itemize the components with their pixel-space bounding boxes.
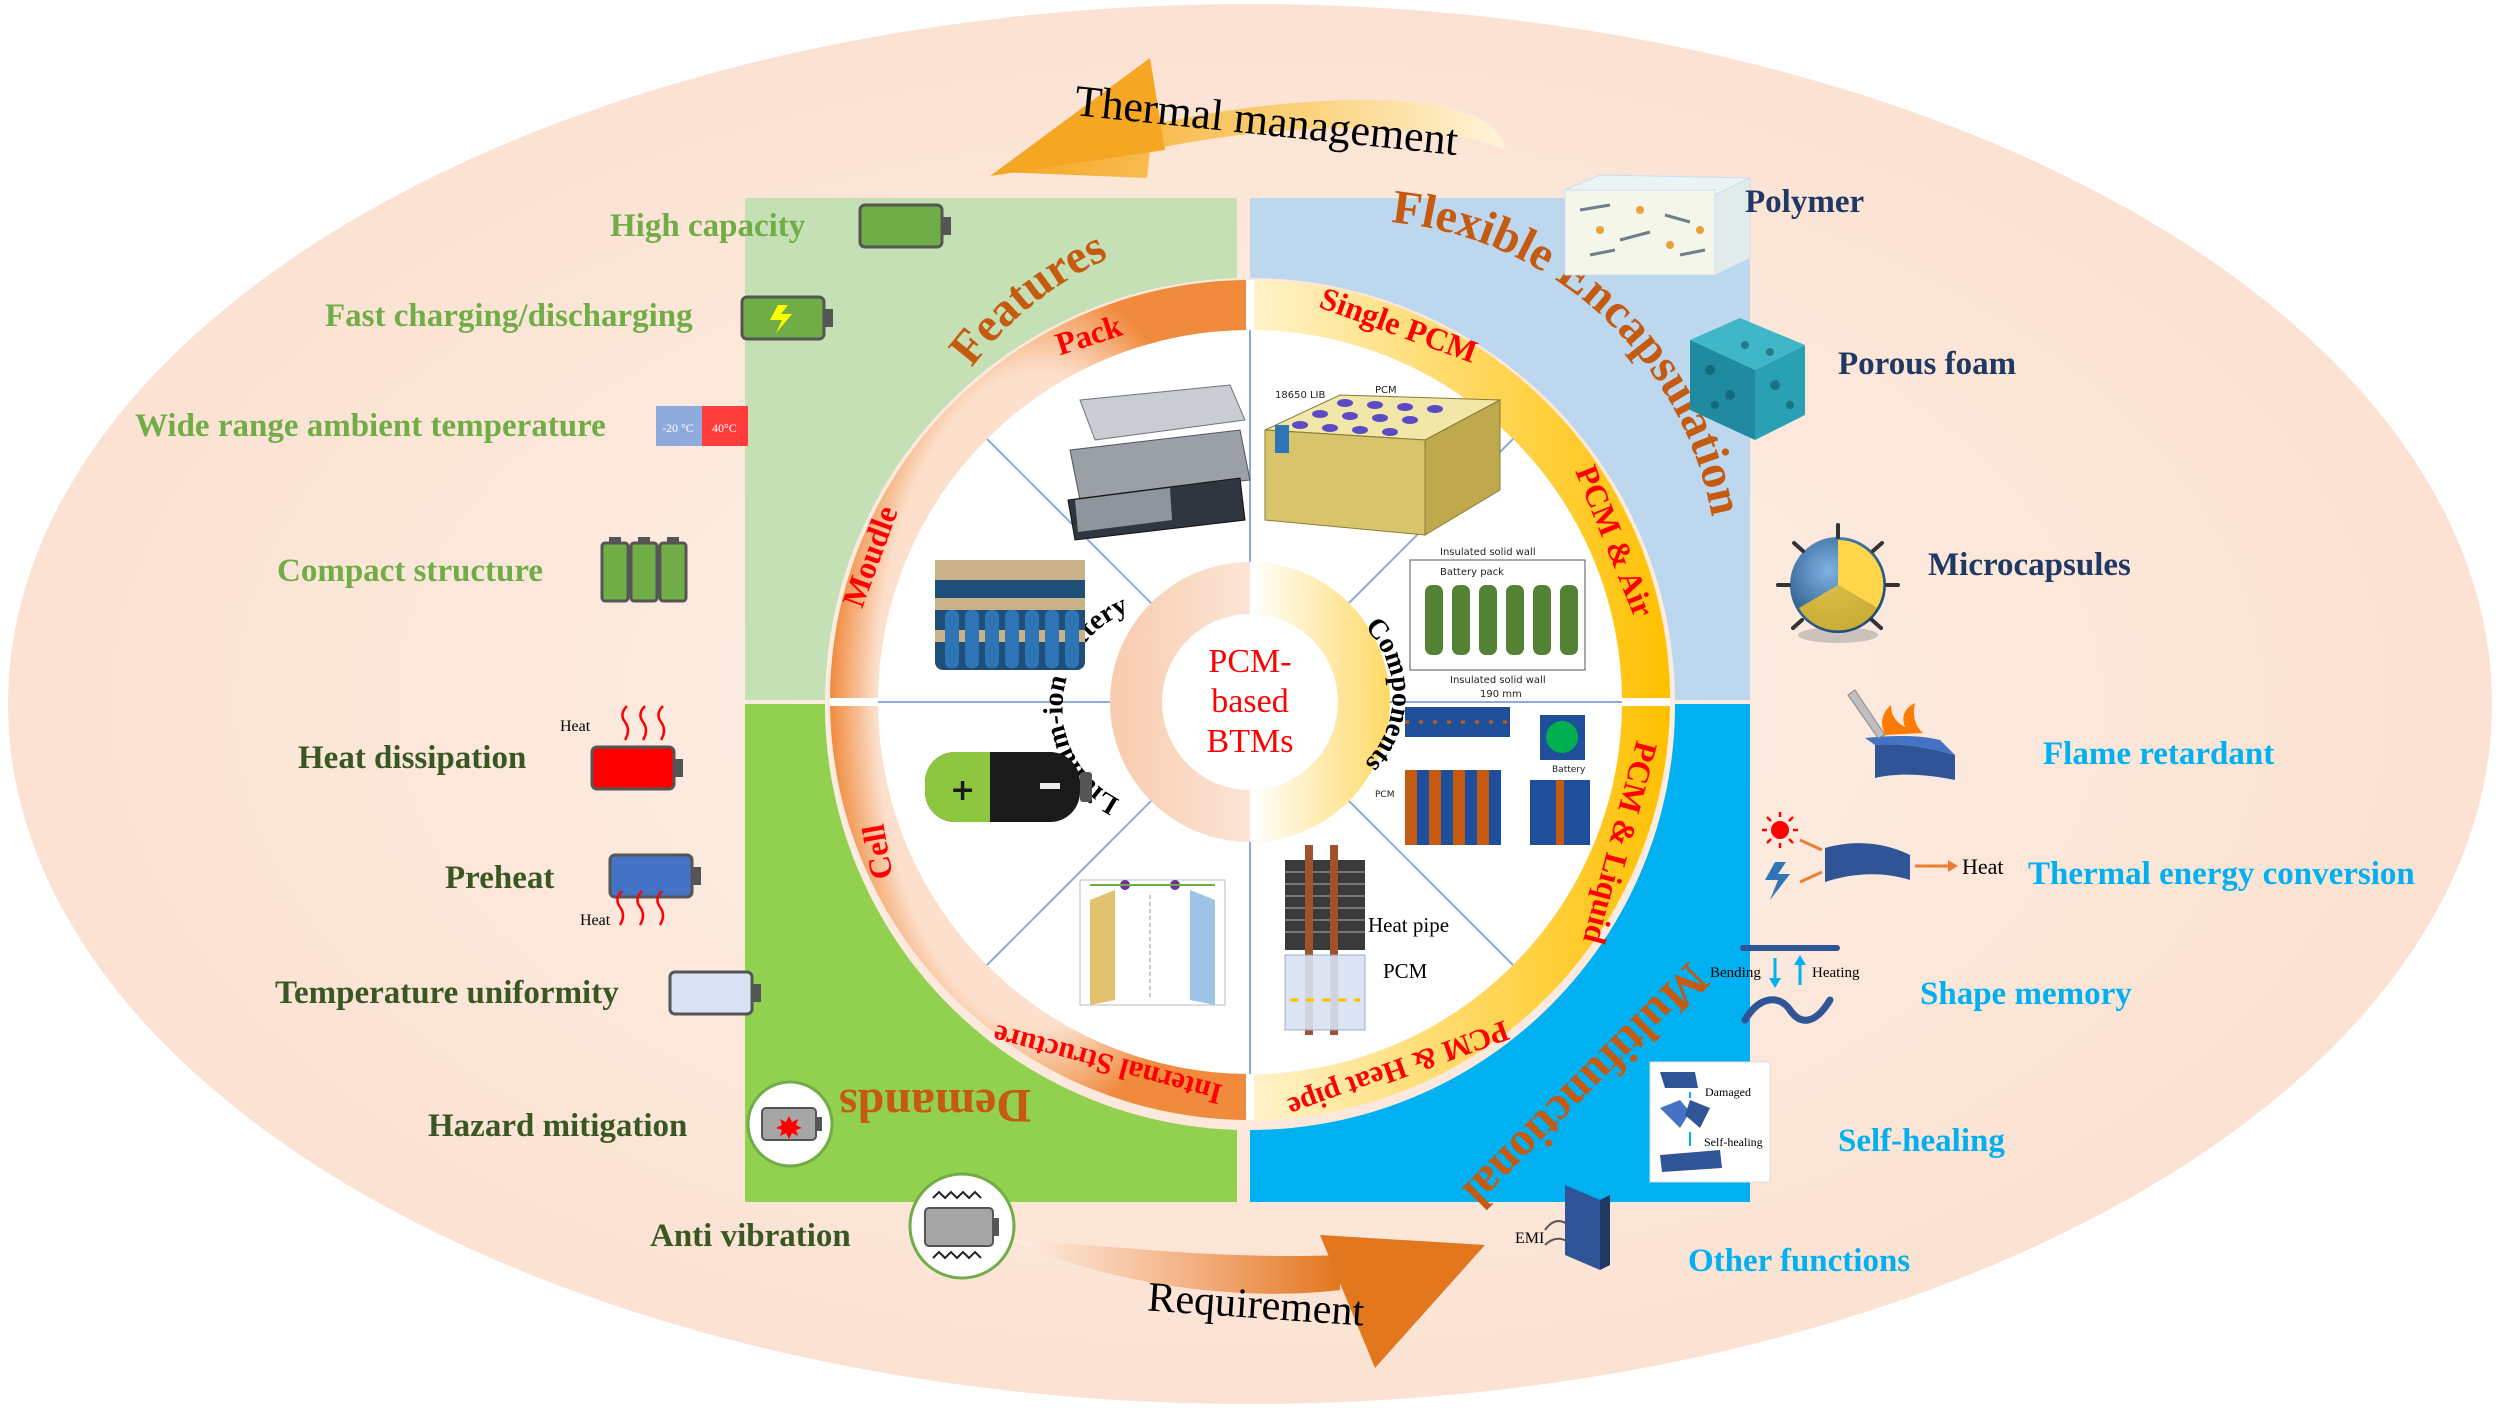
encap-porous-foam: Porous foam	[1838, 346, 2017, 382]
multi-other-functions: Other functions	[1688, 1243, 1911, 1279]
demands-quadrant	[745, 704, 1237, 1202]
hp-pcm-tag: PCM	[1383, 959, 1428, 983]
demand-hazard-mitigation: Hazard mitigation	[428, 1108, 688, 1144]
thermal-management-arrowhead	[990, 58, 1165, 176]
svg-text:+: +	[950, 773, 975, 808]
heat-pipe-tag: Heat pipe	[1368, 913, 1449, 937]
liquid-pcm-tag: PCM	[1375, 790, 1394, 800]
heat-dissipation-text: Heat	[560, 718, 591, 735]
feature-high-capacity: High capacity	[610, 208, 806, 244]
internal-structure-illustration	[1079, 879, 1226, 1006]
flame-retardant-icon	[1847, 689, 1955, 780]
air-top-tag: Insulated solid wall	[1440, 547, 1536, 558]
encapsulation-quadrant	[1250, 198, 1750, 700]
pack-illustration	[1067, 384, 1251, 541]
battery-preheat-icon: Heat	[580, 853, 701, 929]
demand-temperature-uniformity: Temperature uniformity	[275, 975, 619, 1011]
battery-full-icon	[858, 203, 951, 249]
battery-lightning-icon	[740, 295, 833, 341]
features-quadrant	[745, 198, 1237, 700]
center-disc	[1162, 614, 1338, 790]
liquid-battery-tag: Battery	[1552, 765, 1586, 775]
polymer-icon	[1564, 174, 1751, 276]
porous-foam-icon	[1690, 318, 1805, 440]
battery-heat-dissipation-icon: Heat	[560, 705, 683, 791]
shape-memory-heating: Heating	[1812, 965, 1860, 981]
requirement-arrow	[1010, 1240, 1340, 1294]
thermal-conversion-icon: Heat	[1762, 812, 2004, 900]
single-pcm-tag: PCM	[1375, 385, 1397, 396]
demand-heat-dissipation: Heat dissipation	[298, 740, 527, 776]
shape-memory-icon: Bending Heating	[1710, 945, 1860, 1024]
conversion-heat-text: Heat	[1962, 854, 2004, 879]
module-illustration	[935, 560, 1085, 670]
feature-fast-charging: Fast charging/discharging	[325, 298, 693, 334]
center-line3: BTMs	[1207, 723, 1294, 760]
emi-shield-icon: EMI	[1515, 1185, 1610, 1270]
battery-hazard-icon	[746, 1080, 834, 1168]
air-dim-tag: 190 mm	[1480, 689, 1522, 700]
compact-batteries-icon	[600, 537, 688, 603]
feature-wide-temperature: Wide range ambient temperature	[135, 408, 606, 444]
self-healing-healing: Self-healing	[1704, 1135, 1763, 1149]
demand-anti-vibration: Anti vibration	[650, 1218, 851, 1254]
multi-thermal-energy-conversion: Thermal energy conversion	[2028, 856, 2415, 892]
battery-uniform-icon	[668, 970, 761, 1016]
multifunctional-quadrant	[1250, 704, 1750, 1202]
demand-preheat: Preheat	[445, 860, 555, 896]
battery-vibration-icon	[908, 1172, 1016, 1280]
cell-illustration: +	[925, 752, 1092, 822]
encap-microcapsules: Microcapsules	[1928, 547, 2131, 583]
microcapsules-icon	[1776, 523, 1900, 643]
self-healing-damaged: Damaged	[1705, 1085, 1751, 1099]
temp-high-label: 40°C	[712, 421, 737, 435]
shape-memory-bending: Bending	[1710, 965, 1761, 981]
requirement-arrowhead	[1320, 1235, 1485, 1368]
multi-shape-memory: Shape memory	[1920, 976, 2132, 1012]
feature-compact-structure: Compact structure	[277, 553, 544, 589]
multi-flame-retardant: Flame retardant	[2043, 736, 2275, 772]
self-healing-icon: Damaged Self-healing	[1649, 1061, 1771, 1183]
preheat-text: Heat	[580, 912, 611, 929]
emi-text: EMI	[1515, 1230, 1544, 1247]
air-bottom-tag: Insulated solid wall	[1450, 675, 1546, 686]
pcm-liquid-illustration: Battery PCM	[1375, 707, 1590, 845]
air-pack-tag: Battery pack	[1440, 567, 1504, 578]
temperature-range-icon: -20 °C 40°C	[656, 406, 748, 446]
multi-self-healing: Self-healing	[1838, 1123, 2005, 1159]
temp-low-label: -20 °C	[662, 421, 694, 435]
pcm-heat-pipe-illustration: Heat pipe PCM	[1284, 845, 1449, 1035]
thermal-management-arrow	[1000, 99, 1505, 178]
encap-polymer: Polymer	[1745, 184, 1865, 220]
center-line1: PCM-	[1208, 643, 1291, 680]
center-line2: based	[1211, 683, 1288, 720]
demands-title: Demands	[839, 1079, 1031, 1132]
single-cell-tag: 18650 LIB	[1275, 390, 1326, 401]
single-pcm-illustration: 18650 LIB PCM	[1264, 385, 1502, 536]
pcm-air-illustration: Insulated solid wall Battery pack Insula…	[1409, 547, 1586, 700]
